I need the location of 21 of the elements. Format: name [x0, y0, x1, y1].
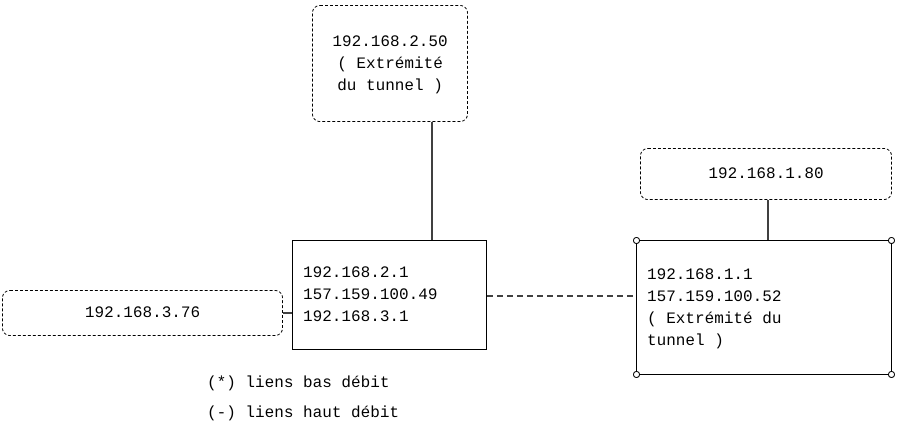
link-line: [767, 200, 769, 240]
link-line: [487, 295, 636, 297]
host-address: 192.168.1.1: [647, 264, 753, 286]
host-box: [2, 290, 283, 336]
host-address: 192.168.2.50: [332, 32, 448, 52]
host-address: 157.159.100.49: [303, 285, 438, 306]
host-address: 192.168.1.80: [708, 164, 824, 185]
host-box: [640, 148, 892, 200]
host-address: 192.168.3.76: [84, 303, 200, 324]
host-box: [636, 240, 892, 375]
host-address: 192.168.2.1: [303, 263, 409, 284]
host-address: ( Extrémité du tunnel ): [336, 54, 444, 96]
host-box: [312, 5, 468, 122]
host-address: 157.159.100.52: [647, 286, 782, 308]
host-address: ( Extrémité du tunnel ): [647, 308, 782, 352]
link-line: [283, 312, 292, 314]
legend-note: (-) liens haut débit: [207, 403, 400, 424]
host-address: 192.168.3.1: [303, 307, 409, 328]
link-line: [431, 122, 433, 240]
legend-note: (*) liens bas débit: [207, 373, 390, 394]
host-box: [292, 240, 487, 350]
